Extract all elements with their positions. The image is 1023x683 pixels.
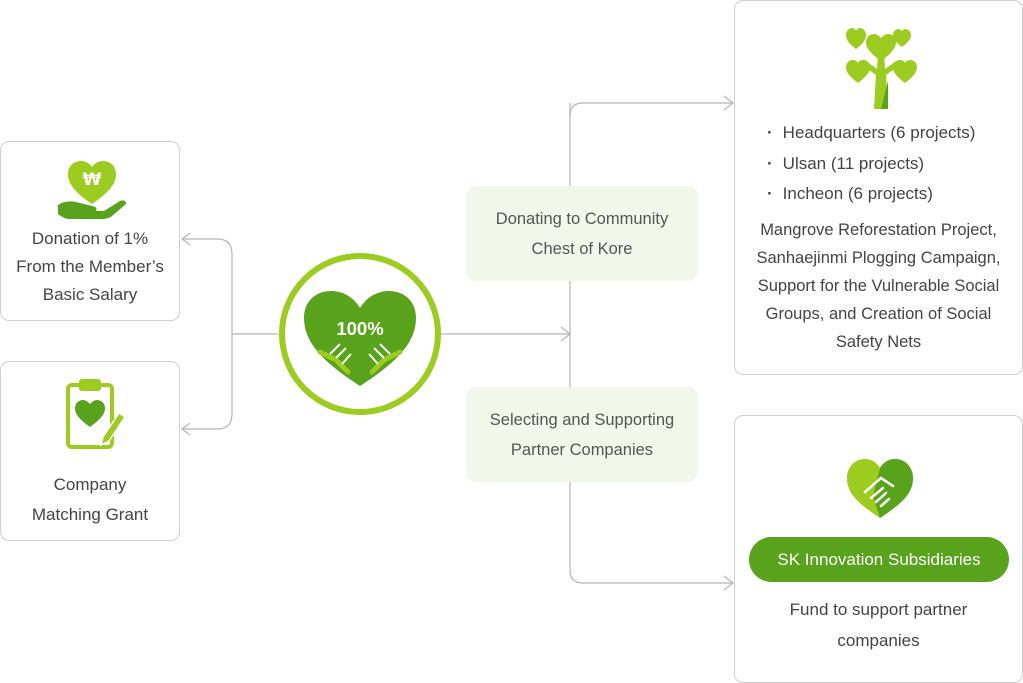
bullet-ulsan: Ulsan (11 projects) [767,149,975,180]
donation-label-line1: Donation of 1% [31,229,149,248]
projects-desc-line2: Sanhaejinmi Plogging Campaign, [756,249,1001,267]
partners-label-line1: Selecting and Supporting [489,410,675,429]
donation-label-line3: Basic Salary [42,285,138,304]
heart-tree-icon [846,28,917,109]
subsidiaries-desc-line2: companies [837,631,920,650]
donation-label-line2: From the Member’s [16,257,164,276]
matching-label-line2: Matching Grant [31,505,149,524]
donation-heart-circle-icon [279,253,441,415]
subsidiaries-box: SK Innovation Subsidiaries Fund to suppo… [734,415,1023,683]
community-label-line1: Donating to Community [495,209,669,228]
subsidiaries-desc-line1: Fund to support partner [789,600,968,619]
community-chest-pill: Donating to Community Chest of Kore [466,186,698,281]
bullet-incheon: Incheon (6 projects) [767,179,975,210]
community-label-line2: Chest of Kore [531,239,633,258]
projects-description: Mangrove Reforestation Project, Sanhaeji… [735,216,1022,356]
partner-companies-pill: Selecting and Supporting Partner Compani… [466,387,698,482]
projects-desc-line4: Groups, and Creation of Social [765,305,992,323]
handshake-heart-icon [847,459,913,518]
svg-text:₩: ₩ [83,170,102,190]
projects-desc-line1: Mangrove Reforestation Project, [760,221,997,239]
partners-label-line2: Partner Companies [510,440,654,459]
donation-box: ₩ Donation of 1% From the Member’s Basic… [0,141,180,321]
hand-heart-won-icon: ₩ [58,161,126,219]
projects-desc-line3: Support for the Vulnerable Social [757,277,1000,295]
sk-innovation-subsidiaries-button[interactable]: SK Innovation Subsidiaries [749,537,1009,582]
clipboard-heart-icon [66,379,127,449]
percent-label: 100% [336,318,384,339]
subsidiaries-description: Fund to support partner companies [735,594,1022,656]
projects-bullet-list: Headquarters (6 projects) Ulsan (11 proj… [767,118,976,210]
matching-grant-box: Company Matching Grant [0,361,180,541]
matching-label-line1: Company [53,475,127,494]
projects-desc-line5: Safety Nets [835,333,922,351]
bullet-headquarters: Headquarters (6 projects) [767,118,976,149]
projects-box: Headquarters (6 projects) Ulsan (11 proj… [734,0,1023,375]
